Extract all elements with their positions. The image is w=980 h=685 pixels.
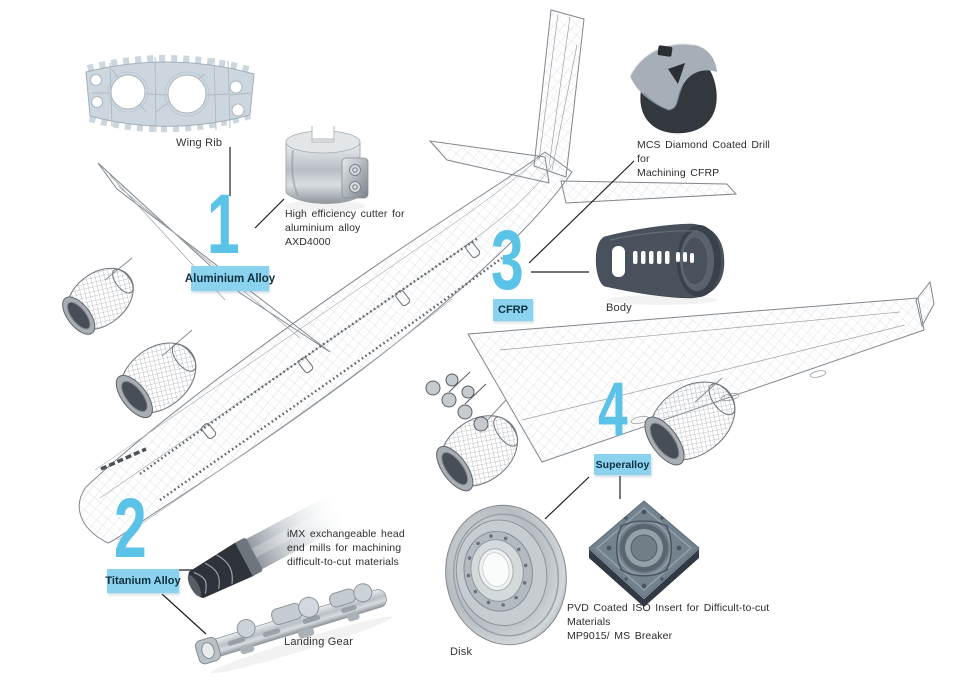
tool-description-pvd-insert: PVD Coated ISO Insert for Difficult-to-c… <box>567 602 770 643</box>
material-label-aluminium-alloy: Aluminium Alloy <box>185 266 275 291</box>
part-label-wing-rib: Wing Rib <box>176 137 223 149</box>
tool-description-cutter: High efficiency cutter for aluminium all… <box>285 208 405 249</box>
tool-description-mcs-drill: MCS Diamond Coated Drill for Machining C… <box>637 139 770 180</box>
connector-line-landing-gear <box>161 593 207 635</box>
material-label-titanium-alloy: Titanium Alloy <box>105 569 181 593</box>
part-label-landing-gear: Landing Gear <box>284 636 354 648</box>
tool-description-imx-end-mill: iMX exchangeable head end mills for mach… <box>287 528 405 569</box>
material-label-cfrp: CFRP <box>493 299 533 321</box>
engine-nacelle <box>644 381 736 466</box>
callout-number-3: 3 <box>491 213 524 307</box>
part-label-disk: Disk <box>450 646 473 658</box>
gear-bogies <box>425 371 489 432</box>
insert-image <box>588 500 700 607</box>
connector-line-cutter <box>254 198 285 229</box>
engine-nacelle <box>62 267 134 335</box>
connector-line-disk <box>544 476 590 520</box>
engine-nacelle <box>115 342 197 419</box>
landing-gear-image <box>194 583 393 674</box>
cutter-image <box>285 126 369 212</box>
connector-line-mcs-drill <box>528 160 635 264</box>
part-label-body: Body <box>606 302 632 314</box>
connector-lines <box>161 147 635 635</box>
end-mill-image <box>187 497 342 599</box>
material-label-superalloy: Superalloy <box>594 454 651 475</box>
aircraft-wireframe <box>62 9 935 544</box>
callout-number-1: 1 <box>207 177 240 271</box>
callout-number-2: 2 <box>114 481 147 575</box>
mcs-drill-image <box>629 43 717 134</box>
body-part-image <box>595 223 725 305</box>
wing-rib-image <box>85 54 255 133</box>
engine-nacelle <box>436 415 519 492</box>
callout-number-4: 4 <box>598 367 628 452</box>
disk-image <box>445 504 567 646</box>
